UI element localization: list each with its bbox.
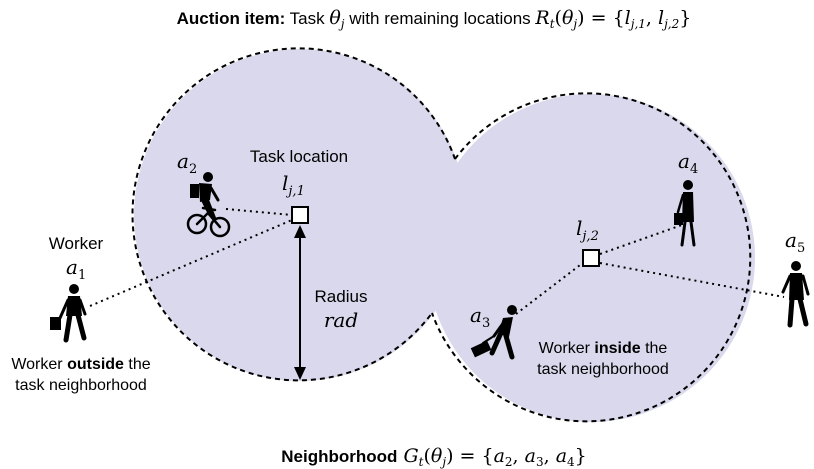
worker-a3-label: a3: [470, 303, 490, 331]
connection-lines: [89, 208, 785, 315]
walking-man-icon: [781, 261, 810, 328]
outside-caption-line2: task neighborhood: [15, 377, 147, 394]
radius-label: Radius: [315, 287, 368, 306]
worker-a2-label: a2: [177, 149, 197, 177]
neighborhood-outline: [131, 47, 752, 423]
inside-caption-line2: task neighborhood: [537, 361, 669, 378]
traveler-with-suitcase-icon: [470, 305, 517, 360]
location-1-label: lj,1: [282, 171, 305, 199]
link-a3-l2: [515, 261, 585, 315]
link-a1-l1: [89, 219, 293, 307]
worker-a1-prefix: Worker: [49, 234, 104, 253]
diagram-title: Auction item: Task θj with remaining loc…: [177, 7, 692, 31]
standing-woman-icon: [674, 180, 696, 247]
link-a4-l2: [599, 224, 683, 255]
location-square-icon: [582, 249, 600, 267]
radius-variable: rad: [324, 308, 358, 332]
worker-a1-label: a1: [66, 255, 86, 283]
link-a5-l2: [599, 262, 785, 298]
worker-a4-label: a4: [678, 149, 698, 177]
neighborhood-formula: Neighborhood Gt(θj) = {a2, a3, a4}: [281, 445, 587, 469]
radius-arrow: [294, 225, 306, 380]
link-a2-l1: [225, 208, 293, 216]
outside-caption: Worker outside the: [11, 356, 150, 373]
cyclist-icon: [186, 172, 231, 238]
inside-caption: Worker inside the: [539, 340, 668, 357]
walking-worker-icon: [50, 284, 87, 343]
task-location-label: Task location: [250, 147, 348, 166]
location-square-icon: [291, 206, 309, 224]
location-2-label: lj,2: [576, 216, 599, 244]
worker-a5-label: a5: [785, 228, 805, 256]
